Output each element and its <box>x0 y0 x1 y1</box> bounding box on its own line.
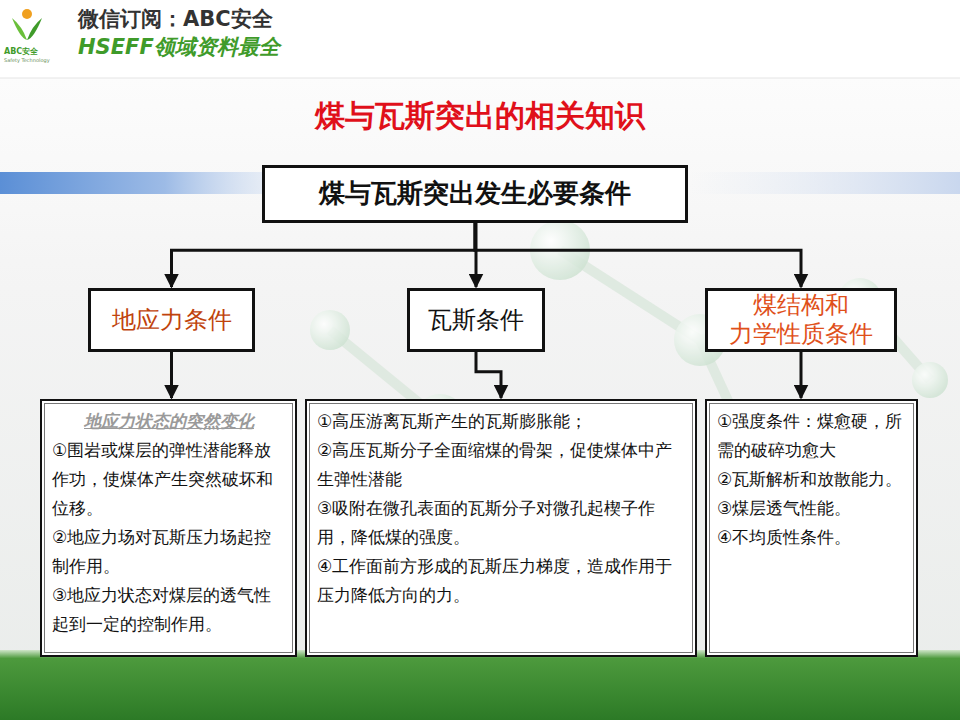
connector-arrow <box>170 352 173 398</box>
connector-arrow <box>475 223 801 287</box>
root-box: 煤与瓦斯突出发生必要条件 <box>262 165 688 223</box>
detail-item: ②高压瓦斯分子全面缩煤的骨架，促使煤体中产生弹性潜能 <box>317 436 686 494</box>
detail-heading: 地应力状态的突然变化 <box>52 407 286 436</box>
detail-box: 地应力状态的突然变化①围岩或煤层的弹性潜能释放作功，使煤体产生突然破坏和位移。②… <box>40 399 297 657</box>
detail-box: ①高压游离瓦斯产生的瓦斯膨胀能；②高压瓦斯分子全面缩煤的骨架，促使煤体中产生弹性… <box>305 399 697 657</box>
box-label: 煤与瓦斯突出发生必要条件 <box>319 178 631 209</box>
detail-item: ②地应力场对瓦斯压力场起控制作用。 <box>52 523 286 581</box>
header-ground <box>0 0 960 78</box>
header-rule <box>0 78 960 79</box>
box-label: 煤结构和 力学性质条件 <box>711 291 891 349</box>
condition-box: 瓦斯条件 <box>407 288 545 352</box>
detail-item: ④工作面前方形成的瓦斯压力梯度，造成作用于压力降低方向的力。 <box>317 552 686 610</box>
connector-arrow <box>800 352 803 398</box>
detail-item: ③地应力状态对煤层的透气性起到一定的控制作用。 <box>52 581 286 639</box>
subscribe-text: 微信订阅：ABC安全 <box>78 5 273 33</box>
detail-item: ①强度条件：煤愈硬，所需的破碎功愈大 <box>717 407 907 465</box>
logo-subtext: Safety Technology <box>4 57 50 63</box>
detail-item: ②瓦斯解析和放散能力。 <box>717 465 907 494</box>
connector-arrow <box>172 223 476 287</box>
detail-item: ①围岩或煤层的弹性潜能释放作功，使煤体产生突然破坏和位移。 <box>52 436 286 523</box>
detail-item: ①高压游离瓦斯产生的瓦斯膨胀能； <box>317 407 686 436</box>
blue-bar-right <box>690 172 960 194</box>
condition-box: 地应力条件 <box>88 288 255 352</box>
logo-mark <box>12 9 42 40</box>
slogan-text: HSEFF领域资料最全 <box>78 33 280 61</box>
logo-text: ABC安全 <box>4 46 38 57</box>
detail-item: ③吸附在微孔表面的瓦斯分子对微孔起楔子作用，降低煤的强度。 <box>317 494 686 552</box>
connector-arrow <box>476 352 501 398</box>
box-label: 瓦斯条件 <box>424 306 528 335</box>
detail-box: ①强度条件：煤愈硬，所需的破碎功愈大②瓦斯解析和放散能力。③煤层透气性能。④不均… <box>705 399 918 657</box>
condition-box: 煤结构和 力学性质条件 <box>705 288 897 352</box>
connector-arrow <box>475 223 478 287</box>
bottom-band <box>0 650 960 720</box>
detail-item: ④不均质性条件。 <box>717 523 907 552</box>
box-label: 地应力条件 <box>108 306 236 335</box>
page-title: 煤与瓦斯突出的相关知识 <box>0 96 960 137</box>
detail-item: ③煤层透气性能。 <box>717 494 907 523</box>
